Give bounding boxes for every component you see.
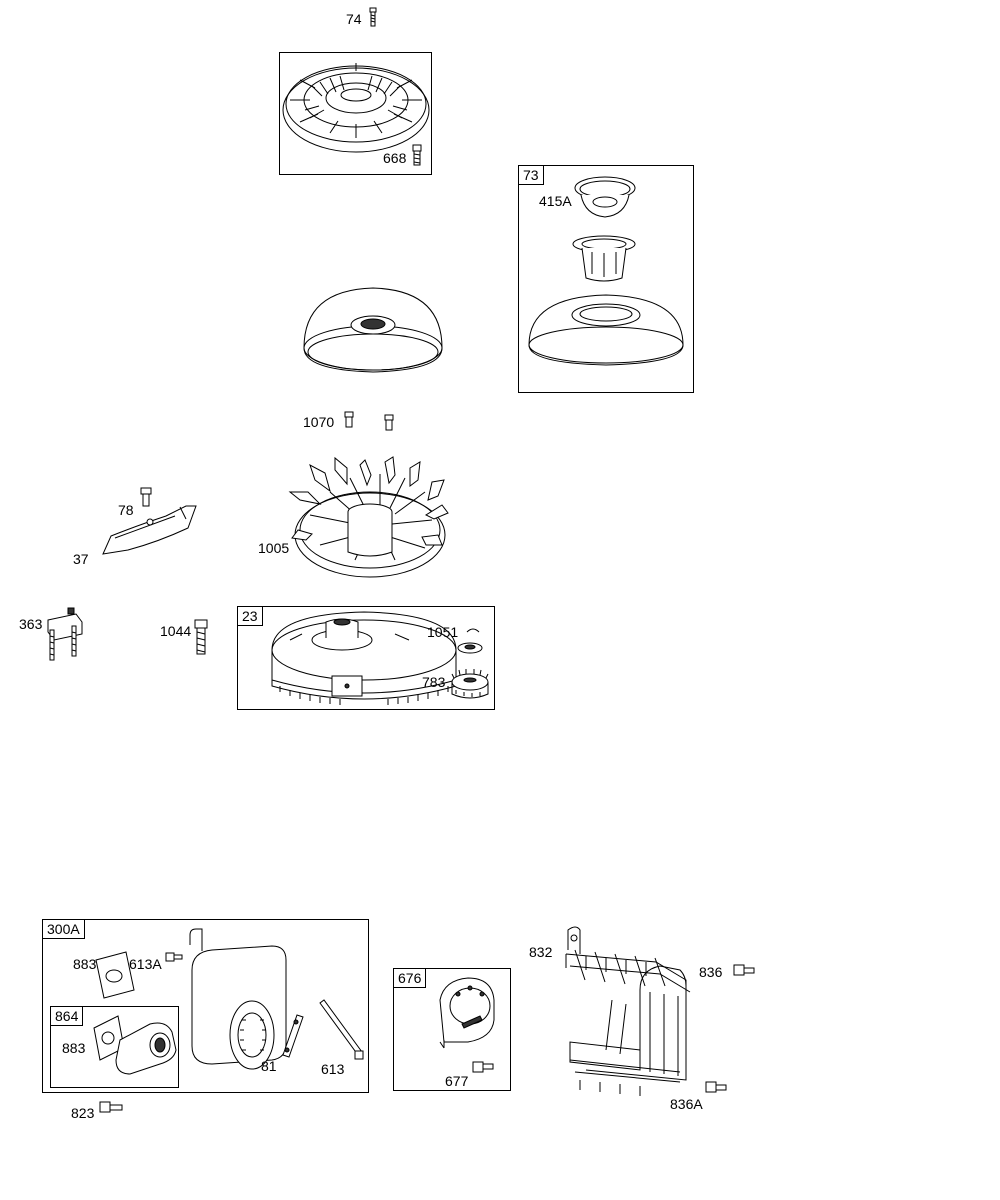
grille-screen-drawing	[283, 63, 429, 152]
part-label-37: 37	[73, 551, 89, 567]
washer-drawing	[458, 643, 482, 653]
part-label-783: 783	[422, 674, 446, 690]
part-label-836: 836	[699, 964, 723, 980]
flywheel-drawing	[272, 612, 456, 705]
part-label-1051: 1051	[427, 624, 459, 640]
bracket-363-drawing	[48, 608, 82, 660]
group-box-23: 23	[237, 606, 495, 710]
deflector-676-drawing	[440, 978, 494, 1048]
group-box-73: 73	[518, 165, 694, 393]
screw-613A-drawing	[166, 953, 182, 961]
screw-836A-drawing	[706, 1082, 726, 1092]
group-label-300A: 300A	[43, 920, 85, 939]
part-label-832: 832	[529, 944, 553, 960]
blower-housing-73-drawing	[529, 295, 683, 365]
stud-613-drawing	[320, 1000, 363, 1059]
group-label-73: 73	[519, 166, 544, 185]
screw-78-drawing	[141, 488, 151, 506]
group-box-676: 676	[393, 968, 511, 1091]
part-label-81: 81	[261, 1058, 277, 1074]
part-label-1044: 1044	[160, 623, 192, 639]
part-label-1005: 1005	[258, 540, 290, 556]
group-box-864: 864	[50, 1006, 179, 1088]
bolt-1044-drawing	[195, 620, 207, 654]
bolt-823-drawing	[100, 1102, 122, 1112]
part-label-1070: 1070	[303, 414, 335, 430]
group-box-grille	[279, 52, 432, 175]
guard-832-drawing	[566, 927, 690, 1096]
group-box-300A: 300A	[42, 919, 369, 1093]
part-label-836A: 836A	[670, 1096, 703, 1112]
group-label-676: 676	[394, 969, 427, 988]
group-label-864: 864	[51, 1007, 84, 1026]
cup-415A-drawing	[575, 177, 635, 217]
shield-37-drawing	[103, 506, 196, 554]
part-label-415A: 415A	[539, 193, 572, 209]
screw-74-drawing	[370, 8, 376, 26]
gasket-883b-drawing	[94, 1016, 124, 1060]
part-label-883-inner: 883	[62, 1040, 86, 1056]
part-label-613: 613	[321, 1061, 345, 1077]
elbow-864-drawing	[116, 1023, 176, 1074]
part-label-823: 823	[71, 1105, 95, 1121]
screws-1070-drawing	[345, 412, 393, 430]
screw-836-drawing	[734, 965, 754, 975]
muffler-drawing	[190, 929, 286, 1069]
fan-1005-drawing	[290, 457, 448, 577]
part-label-78: 78	[118, 502, 134, 518]
gear-783-drawing	[452, 669, 488, 698]
part-label-613A: 613A	[129, 956, 162, 972]
part-label-883-top: 883	[73, 956, 97, 972]
clip-1051-drawing	[467, 629, 479, 632]
screw-668-drawing	[413, 145, 421, 165]
part-label-677: 677	[445, 1073, 469, 1089]
gasket-883-drawing	[96, 952, 134, 998]
blower-housing-drawing	[304, 288, 442, 372]
retainer-drawing	[573, 236, 635, 281]
part-label-363: 363	[19, 616, 43, 632]
part-label-74: 74	[346, 11, 362, 27]
part-label-668: 668	[383, 150, 407, 166]
screw-677-drawing	[473, 1062, 493, 1072]
group-label-23: 23	[238, 607, 263, 626]
plate-81-drawing	[283, 1015, 303, 1057]
